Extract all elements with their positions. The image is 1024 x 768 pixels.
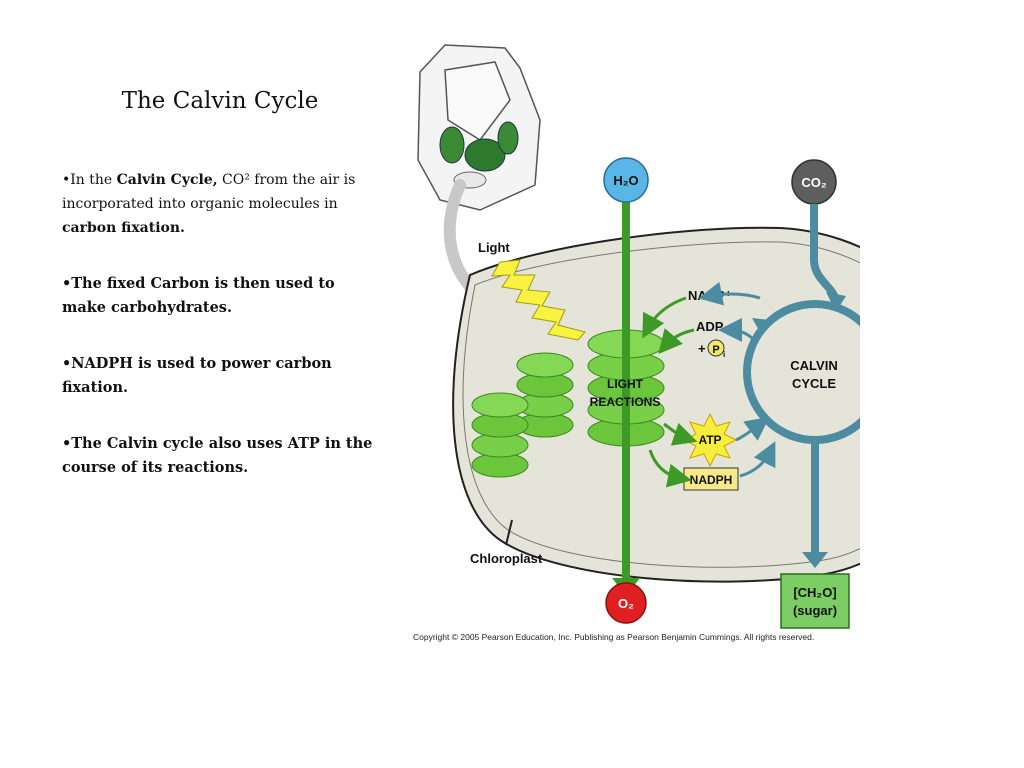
h2o-label: H₂O: [613, 173, 638, 188]
nadph-label: NADPH: [690, 473, 733, 487]
h2o-node: [603, 157, 649, 203]
light-bolt-icon: [491, 259, 586, 341]
photosynthesis-diagram: Light LIGHT REACTIONS H₂O CO₂: [417, 44, 860, 629]
bullet-text: •NADPH is used to power carbon fixation.: [62, 355, 332, 396]
term-calvin-cycle: Calvin Cycle,: [116, 172, 218, 188]
o2-label: O₂: [618, 596, 634, 611]
chloroplast-label: Chloroplast: [470, 551, 543, 566]
o2-node: [605, 582, 647, 624]
calvin-cycle-line2: CYCLE: [792, 376, 836, 391]
bullet-fixed-carbon: •The fixed Carbon is then used to make c…: [62, 272, 380, 320]
bullet-nadph: •NADPH is used to power carbon fixation.: [62, 352, 380, 400]
bullet-atp: •The Calvin cycle also uses ATP in the c…: [62, 432, 380, 480]
phosphate-icon: [707, 339, 725, 357]
phosphate-sub: i: [723, 350, 725, 359]
plus-label: +: [698, 341, 706, 356]
bullet-list: •In the Calvin Cycle, CO² from the air i…: [62, 168, 380, 512]
slide-title: The Calvin Cycle: [121, 88, 319, 114]
adp-label: ADP: [696, 319, 724, 334]
sugar-line1: [CH₂O]: [793, 585, 836, 600]
light-reactions-line1: LIGHT: [607, 377, 644, 391]
calvin-cycle-line1: CALVIN: [790, 358, 837, 373]
sugar-line2: (sugar): [793, 603, 837, 618]
phosphate-label: P: [712, 344, 719, 356]
copyright-notice: Copyright © 2005 Pearson Education, Inc.…: [413, 632, 815, 642]
bullet-prefix: •In the: [62, 172, 117, 188]
light-label: Light: [478, 240, 510, 255]
leaf-cell-illustration: [417, 44, 541, 211]
term-carbon-fixation: carbon fixation.: [62, 220, 185, 236]
atp-label: ATP: [698, 433, 721, 447]
bullet-text: •The Calvin cycle also uses ATP in the c…: [62, 435, 373, 476]
bullet-text: CO² from the air is incorporated into or…: [62, 172, 356, 212]
bullet-calvin-cycle: •In the Calvin Cycle, CO² from the air i…: [62, 168, 380, 240]
light-reactions-line2: REACTIONS: [590, 395, 661, 409]
bullet-text: •The fixed Carbon is then used to make c…: [62, 275, 335, 316]
co2-label: CO₂: [801, 175, 827, 190]
thylakoid-stack-left: [471, 352, 574, 478]
sugar-box: [780, 573, 850, 629]
